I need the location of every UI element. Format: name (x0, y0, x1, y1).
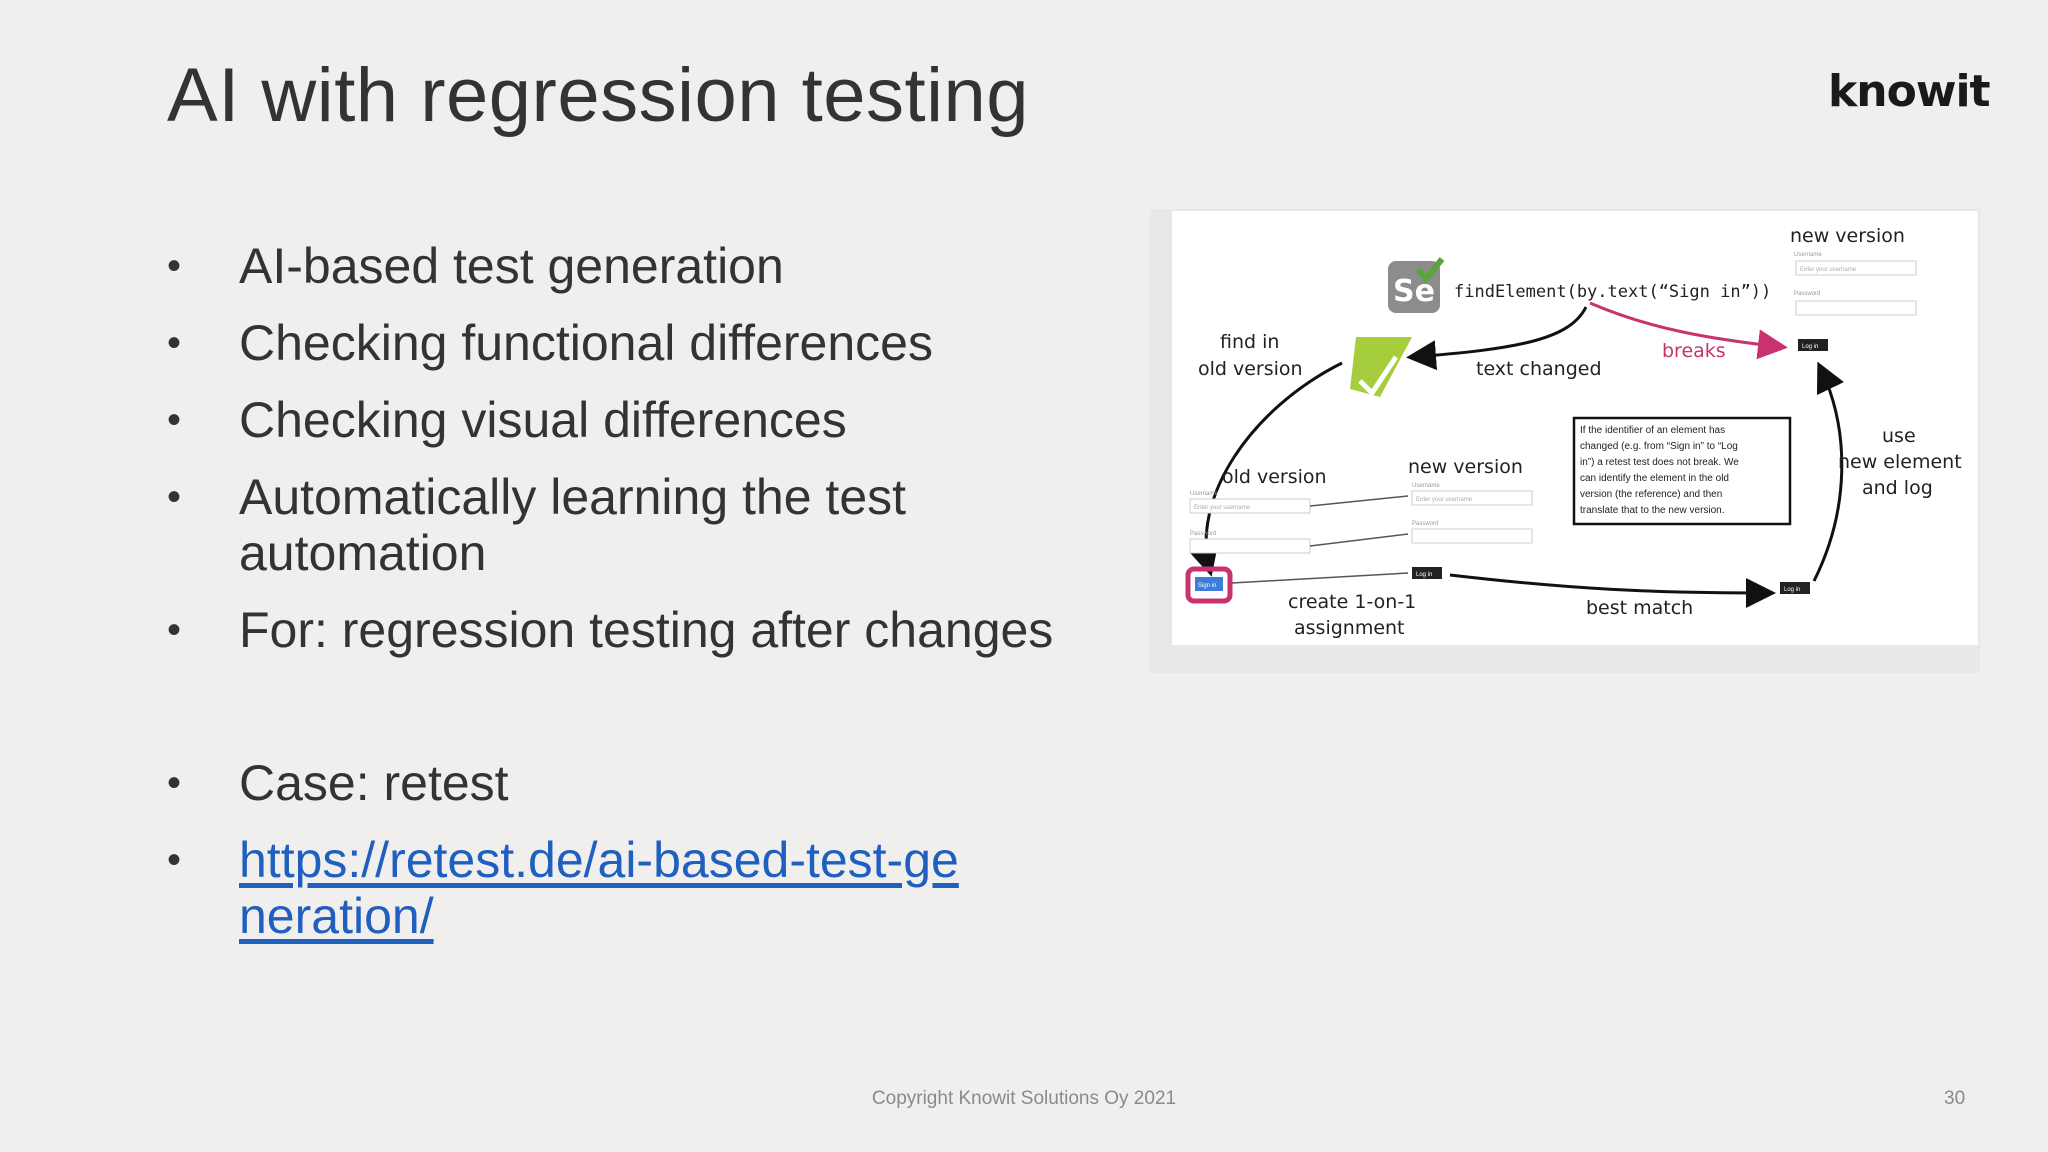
svg-text:Password: Password (1190, 531, 1216, 537)
bullet-text: Checking visual differences (239, 392, 847, 448)
bullet-item: • https://retest.de/ai-based-test-genera… (167, 832, 1107, 944)
use-new-element-label: new element (1838, 451, 1962, 473)
bullet-glyph: • (167, 398, 182, 442)
bullet-item: • Checking visual differences (167, 392, 1107, 448)
best-match-label: best match (1586, 597, 1693, 619)
bullet-glyph: • (167, 475, 182, 519)
bullet-text: Case: retest (239, 755, 509, 811)
bullet-item: • Case: retest (167, 755, 1107, 811)
create-assignment-label-1: create 1-on-1 (1288, 591, 1416, 613)
svg-text:Username: Username (1190, 491, 1218, 497)
mapping-line (1309, 533, 1409, 547)
bullet-text: Automatically learning the test automati… (239, 469, 907, 581)
old-version-form: Username Enter your username Password Si… (1185, 491, 1311, 604)
diagram-canvas: Se findElement(by.text(“Sign in”)) find … (1172, 211, 1978, 645)
bullet-text: AI-based test generation (239, 238, 784, 294)
find-in-label: find in (1220, 331, 1279, 353)
selenium-logo-icon: Se (1388, 257, 1445, 313)
svg-text:Enter your username: Enter your username (1194, 505, 1251, 511)
new-version-mid-label: new version (1408, 456, 1523, 478)
svg-text:Sign in: Sign in (1198, 583, 1216, 589)
mapping-line (1231, 572, 1409, 584)
bullet-text: Checking functional differences (239, 315, 933, 371)
svg-text:Username: Username (1412, 483, 1440, 489)
bullet-glyph: • (167, 761, 182, 805)
bullet-list: • AI-based test generation • Checking fu… (167, 238, 1107, 944)
breaks-label: breaks (1662, 340, 1726, 362)
svg-text:Password: Password (1794, 291, 1820, 297)
best-match-arrow (1449, 573, 1776, 608)
svg-text:Password: Password (1412, 521, 1438, 527)
bottom-log-in-label: Log in (1784, 587, 1800, 593)
bullet-item: • For: regression testing after changes (167, 602, 1107, 658)
knowit-logo: knowit (1828, 66, 1991, 117)
svg-text:Enter your username: Enter your username (1800, 267, 1857, 273)
svg-text:version (the reference) and th: version (the reference) and then (1580, 489, 1722, 500)
bullet-glyph: • (167, 244, 182, 288)
use-and-log-label: and log (1862, 477, 1933, 499)
bullet-glyph: • (167, 838, 182, 882)
bullet-text: For: regression testing after changes (239, 602, 1054, 658)
svg-text:If the identifier of an elemen: If the identifier of an element has (1580, 425, 1725, 436)
new-version-top-label: new version (1790, 225, 1905, 247)
bullet-glyph: • (167, 608, 182, 652)
text-changed-arrow (1406, 306, 1588, 371)
bullet-item: • Checking functional differences (167, 315, 1107, 371)
mapping-line (1309, 495, 1409, 507)
use-label: use (1882, 425, 1916, 447)
old-version-label: old version (1222, 466, 1327, 488)
text-changed-label: text changed (1476, 358, 1602, 380)
bullet-item: • Automatically learning the test automa… (167, 469, 1107, 581)
svg-text:translate that to the new vers: translate that to the new version. (1580, 505, 1725, 516)
svg-text:Log in: Log in (1416, 572, 1432, 578)
code-label: findElement(by.text(“Sign in”)) (1454, 282, 1771, 302)
retest-link[interactable]: https://retest.de/ai-based-test-generati… (239, 832, 959, 944)
footer-copyright: Copyright Knowit Solutions Oy 2021 (871, 1088, 1177, 1109)
svg-text:changed (e.g. from “Sign in” t: changed (e.g. from “Sign in” to “Log (1580, 441, 1738, 452)
retest-diagram: Se findElement(by.text(“Sign in”)) find … (1150, 209, 1980, 673)
svg-text:Log in: Log in (1802, 344, 1818, 350)
breaks-arrow (1589, 301, 1788, 360)
use-new-element-arrow (1812, 361, 1844, 582)
svg-text:can identify the element in th: can identify the element in the old (1580, 473, 1729, 484)
svg-text:Username: Username (1794, 252, 1822, 258)
create-assignment-label-2: assignment (1294, 617, 1405, 639)
checkmark-icon (1350, 337, 1412, 397)
slide-title: AI with regression testing (167, 53, 1030, 138)
old-sign-in-highlight (1185, 566, 1233, 604)
new-version-mid-form: Username Enter your username Password Lo… (1411, 483, 1533, 579)
find-in-old-version-label: old version (1198, 358, 1303, 380)
note-box: If the identifier of an element has chan… (1572, 416, 1792, 526)
bullet-glyph: • (167, 321, 182, 365)
bottom-log-in-button (1780, 582, 1810, 594)
bullet-item: • AI-based test generation (167, 238, 1107, 294)
page-number: 30 (1944, 1088, 1966, 1109)
svg-text:Enter your username: Enter your username (1416, 497, 1473, 503)
new-version-top-form: Username Enter your username Password Lo… (1794, 252, 1917, 351)
svg-text:in”) a retest test does not br: in”) a retest test does not break. We (1580, 457, 1739, 468)
